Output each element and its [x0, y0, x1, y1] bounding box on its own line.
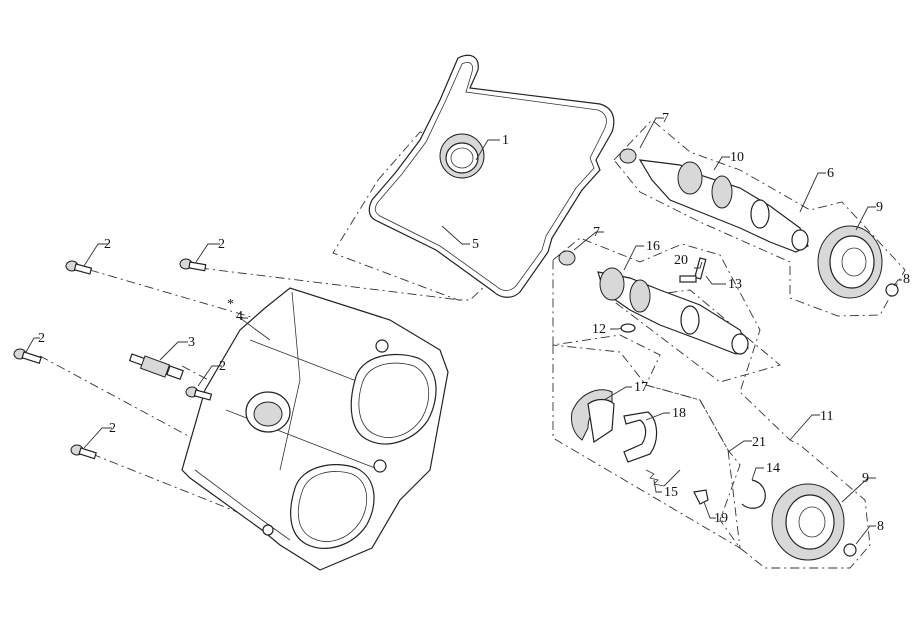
bolt-left [13, 348, 42, 365]
callout-8-lower: 8 [877, 519, 884, 534]
bolt-center [185, 386, 213, 401]
callout-labels: 1 2 2 2 2 2 3 4 * 5 6 7 7 8 8 9 9 10 11 … [38, 111, 910, 534]
callout-2-center: 2 [219, 359, 226, 374]
exhaust-camshaft [619, 148, 809, 253]
callout-1: 1 [502, 133, 509, 148]
callout-9-upper: 9 [876, 200, 883, 215]
callout-20: 20 [674, 253, 688, 268]
decompressor-weight [623, 411, 658, 463]
intake-camshaft [558, 250, 749, 355]
leader-lines [25, 117, 902, 545]
cylinder-head-cover [181, 287, 449, 571]
spark-plug [128, 353, 184, 381]
callout-2-left: 2 [38, 331, 45, 346]
bolt-top-left [65, 260, 93, 275]
callout-2-bottom-left: 2 [109, 421, 116, 436]
callout-3: 3 [188, 335, 195, 350]
callout-4: 4 [236, 309, 243, 324]
callout-19: 19 [714, 511, 728, 526]
callout-11: 11 [820, 409, 833, 424]
group-outline-decompressor [552, 344, 741, 549]
callout-10: 10 [730, 150, 744, 165]
callout-2-top-left: 2 [104, 237, 111, 252]
callout-21: 21 [752, 435, 766, 450]
decompressor-spring [645, 469, 681, 487]
callout-12: 12 [592, 322, 606, 337]
callout-8-upper: 8 [903, 272, 910, 287]
bolt-top-middle [179, 258, 207, 272]
callout-6: 6 [827, 166, 834, 181]
callout-4-asterisk: * [227, 297, 234, 312]
callout-18: 18 [672, 406, 686, 421]
spark-plug-grommet [439, 133, 485, 179]
callout-5: 5 [472, 237, 479, 252]
retaining-ring [741, 479, 766, 509]
bolt-bottom-left [70, 444, 97, 460]
callout-17: 17 [634, 380, 648, 395]
intake-dowel-pin [843, 543, 857, 557]
group-outline-intake-camshaft [552, 237, 871, 569]
callout-9-lower: 9 [862, 471, 869, 486]
callout-13: 13 [728, 277, 742, 292]
exhaust-dowel-pin [885, 283, 899, 297]
callout-2-top-middle: 2 [218, 237, 225, 252]
intake-cam-sprocket [771, 483, 845, 561]
decompressor-pin [693, 489, 709, 505]
group-outline-exhaust-camshaft [613, 119, 906, 317]
decompressor-plate [571, 389, 615, 444]
exhaust-cam-sprocket [817, 225, 883, 299]
cover-gasket [368, 54, 615, 298]
callout-7-lower: 7 [593, 225, 600, 240]
callout-16: 16 [646, 239, 660, 254]
callout-15: 15 [664, 485, 678, 500]
callout-14: 14 [766, 461, 780, 476]
callout-7-upper: 7 [662, 111, 669, 126]
